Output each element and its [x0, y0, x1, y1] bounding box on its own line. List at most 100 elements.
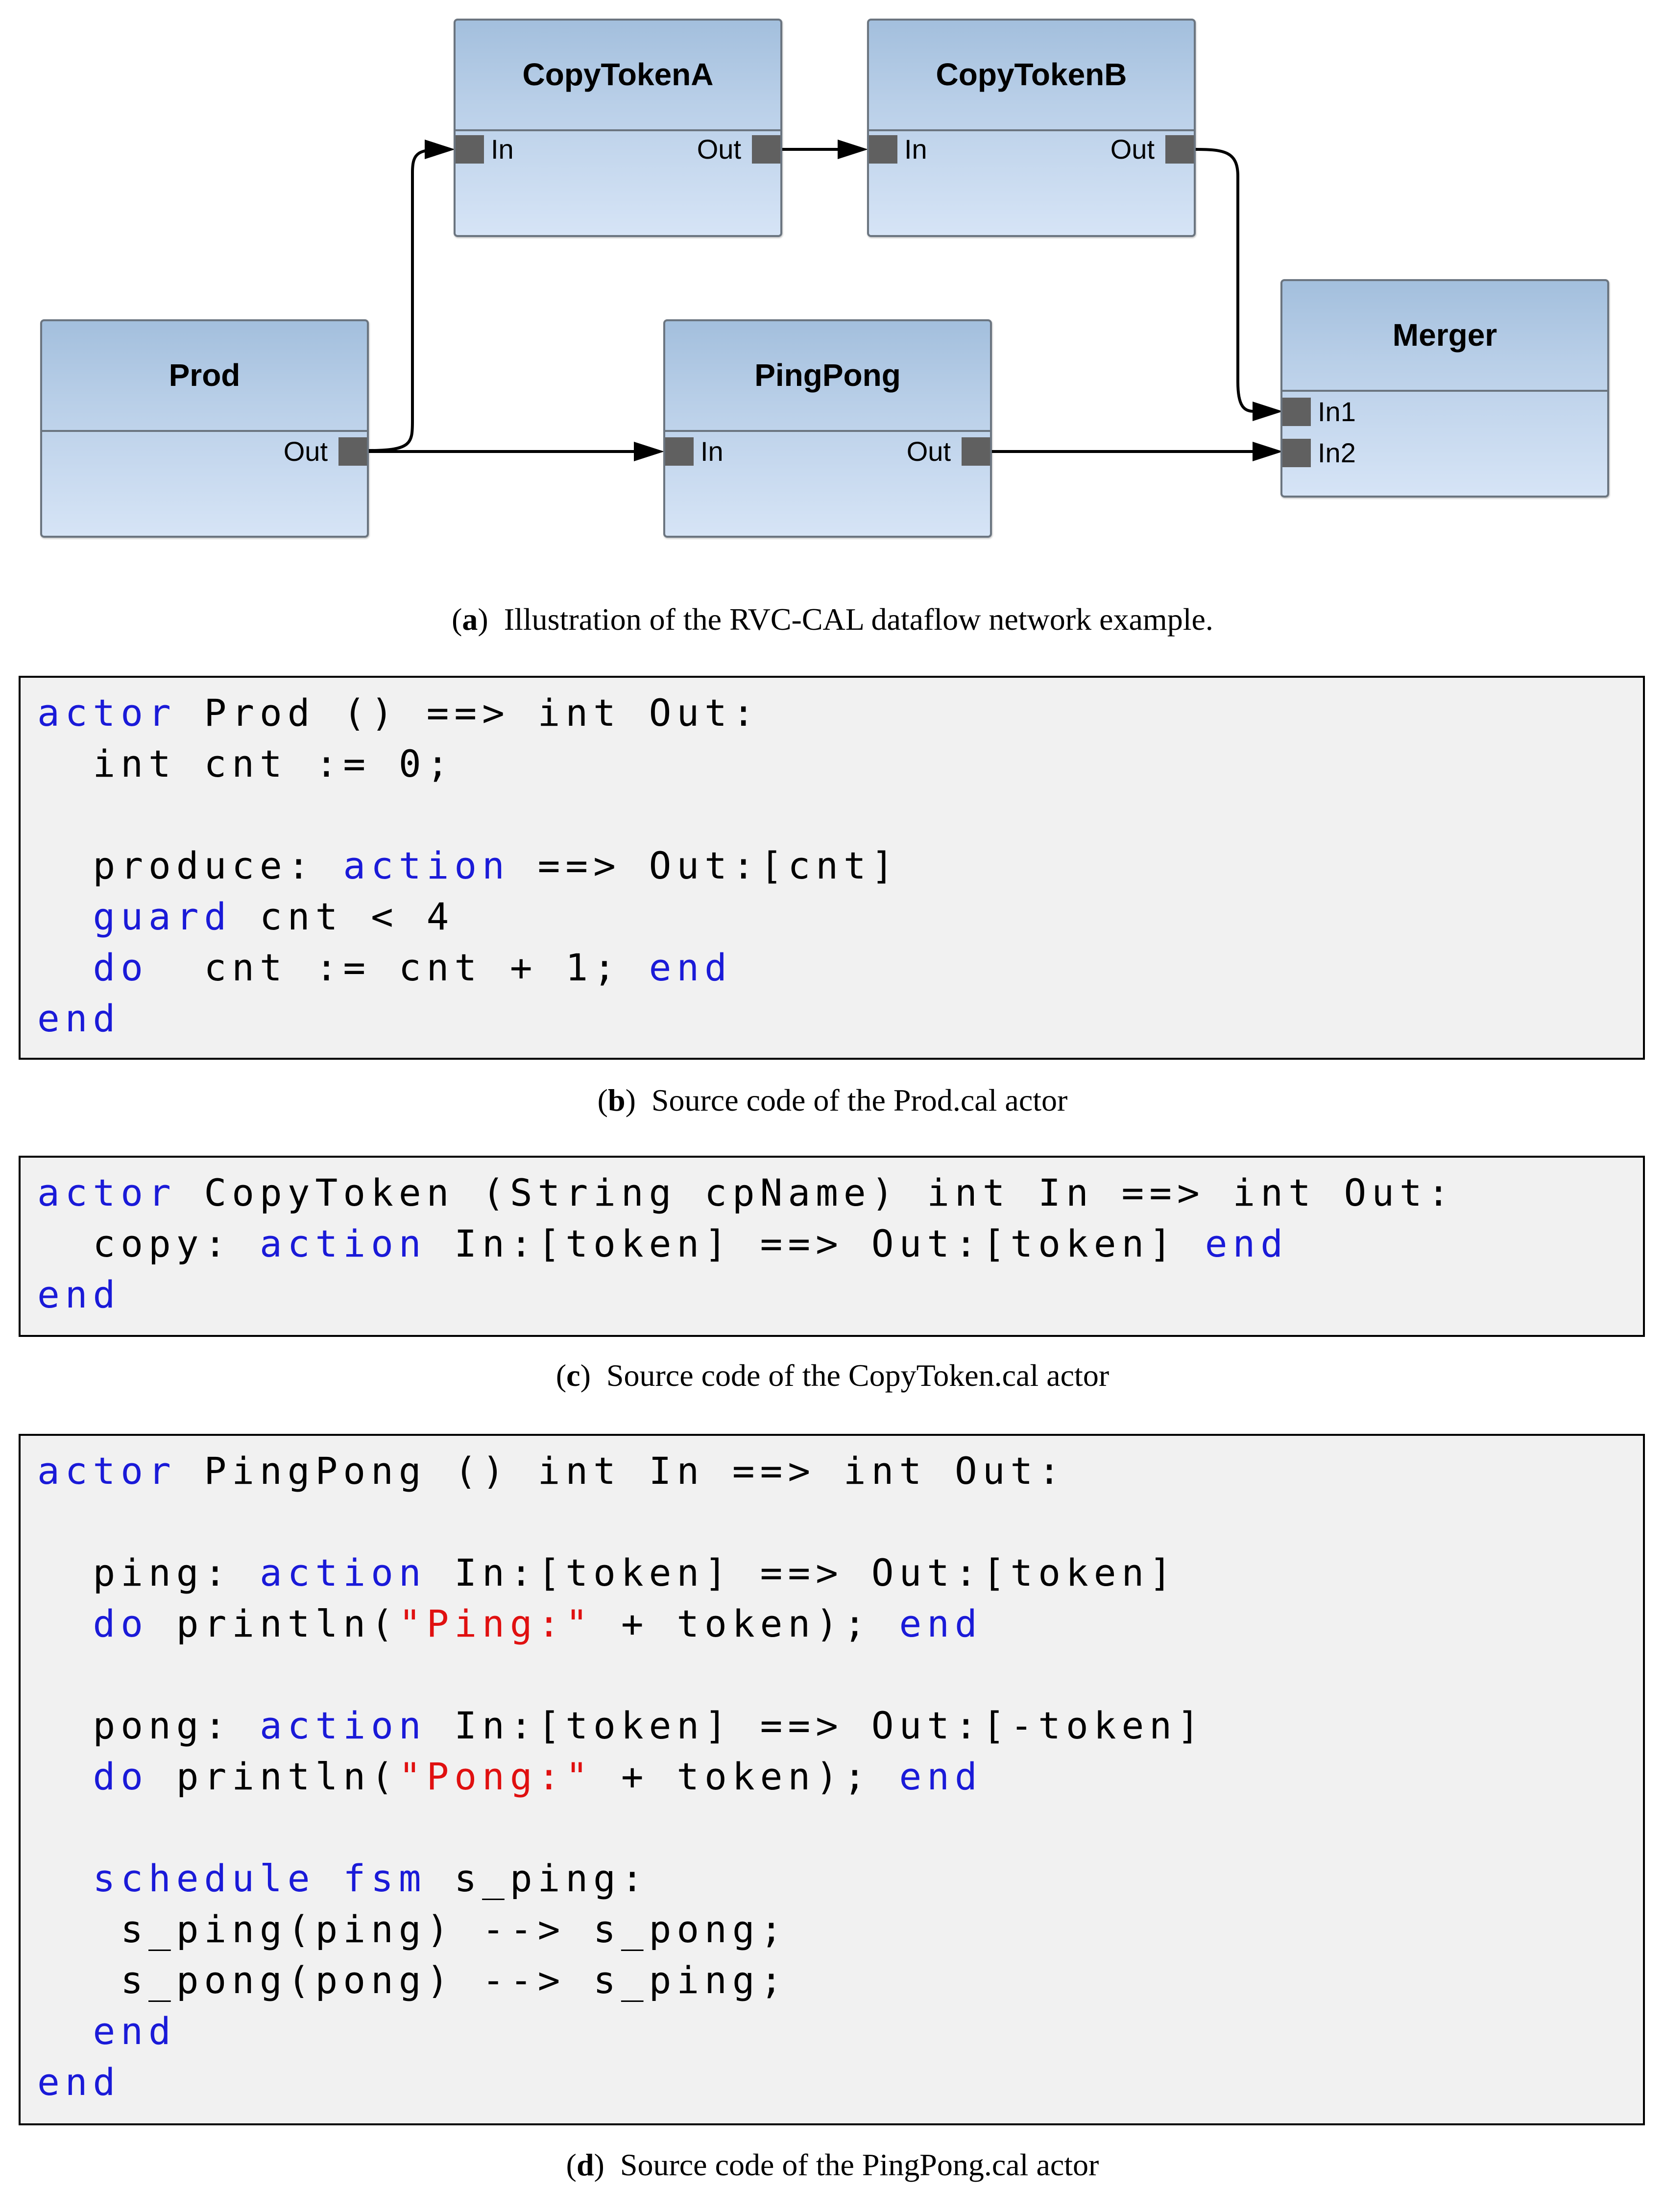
caption-label: b [607, 1083, 626, 1118]
actor-divider [665, 430, 990, 432]
port-label-in: In [491, 134, 514, 165]
code-text [37, 1856, 93, 1900]
input-port-2[interactable] [1282, 439, 1311, 467]
code-keyword: do [93, 1755, 149, 1798]
actor-divider [42, 430, 367, 432]
actor-merger[interactable]: Merger In1 In2 [1280, 279, 1609, 498]
code-keyword: do [93, 1602, 149, 1645]
code-line: int cnt := 0; [37, 738, 454, 789]
code-keyword: guard [93, 895, 232, 938]
code-line: s_pong(pong) --> s_ping; [37, 1955, 788, 2006]
code-line: actor CopyToken (String cpName) int In =… [37, 1167, 1455, 1218]
code-keyword: end [649, 946, 732, 989]
code-line: do cnt := cnt + 1; end [37, 942, 732, 993]
actor-divider [869, 129, 1194, 131]
port-label-in2: In2 [1318, 437, 1356, 468]
code-keyword: end [37, 1273, 121, 1316]
port-label-out: Out [1110, 134, 1155, 165]
output-port[interactable] [1165, 135, 1194, 164]
output-port[interactable] [338, 437, 367, 466]
code-keyword: fsm [343, 1856, 427, 1900]
code-line: guard cnt < 4 [37, 891, 454, 942]
actor-divider [1282, 390, 1607, 392]
code-string: "Ping:" [398, 1602, 594, 1645]
code-text: In:[token] ==> Out:[token] [426, 1551, 1178, 1594]
input-port-1[interactable] [1282, 398, 1311, 426]
code-text: copy: [37, 1222, 260, 1265]
code-text: + token); [593, 1755, 899, 1798]
arrowhead-copytokenb-in [838, 140, 868, 159]
caption-text: Source code of the Prod.cal actor [651, 1083, 1068, 1118]
code-keyword: actor [37, 1171, 176, 1214]
port-label-out: Out [906, 436, 951, 467]
code-keyword: action [260, 1704, 427, 1747]
code-line: ping: action In:[token] ==> Out:[token] [37, 1547, 1177, 1598]
code-text: In:[token] ==> Out:[-token] [426, 1704, 1205, 1747]
actor-copytokena[interactable]: CopyTokenA In Out [454, 19, 782, 237]
output-port[interactable] [752, 135, 780, 164]
code-text: ping: [37, 1551, 260, 1594]
code-keyword: actor [37, 1449, 176, 1493]
code-text: int cnt := 0; [37, 742, 455, 785]
actor-title: CopyTokenB [936, 57, 1127, 92]
input-port[interactable] [456, 135, 484, 164]
code-text: PingPong () int In ==> int Out: [176, 1449, 1066, 1493]
caption-text: Source code of the PingPong.cal actor [620, 2147, 1099, 2182]
code-keyword: action [343, 844, 510, 887]
code-line: end [37, 1269, 121, 1320]
connection-layer [368, 140, 1283, 461]
code-line: end [37, 993, 121, 1044]
actor-divider [456, 129, 780, 131]
actor-pingpong[interactable]: PingPong In Out [663, 319, 992, 538]
code-text: s_ping(ping) --> s_pong; [37, 1907, 788, 1951]
code-keyword: action [260, 1222, 427, 1265]
caption-c: (c) Source code of the CopyToken.cal act… [555, 1358, 1110, 1393]
code-keyword: end [37, 2060, 121, 2104]
code-line: actor Prod () ==> int Out: [37, 688, 760, 738]
code-text: println( [148, 1755, 399, 1798]
code-text: pong: [37, 1704, 260, 1747]
code-text: cnt := cnt + 1; [148, 946, 649, 989]
edge-prod-to-copytokena [368, 148, 447, 452]
caption-d: (d) Source code of the PingPong.cal acto… [566, 2147, 1099, 2182]
code-line: actor PingPong () int In ==> int Out: [37, 1446, 1066, 1497]
port-label-in: In [904, 134, 927, 165]
code-keyword: end [93, 2009, 176, 2053]
arrowhead-merger-in2 [1253, 442, 1283, 461]
caption-label: c [566, 1358, 580, 1393]
code-text [315, 1856, 343, 1900]
code-text: produce: [37, 844, 343, 887]
code-keyword: end [1205, 1222, 1289, 1265]
code-text: + token); [593, 1602, 899, 1645]
code-text: println( [148, 1602, 399, 1645]
caption-a: (a) Illustration of the RVC-CAL dataflow… [452, 602, 1213, 637]
code-keyword: do [93, 946, 149, 989]
actor-title: CopyTokenA [522, 57, 714, 92]
actor-copytokenb[interactable]: CopyTokenB In Out [867, 19, 1196, 237]
code-keyword: end [899, 1602, 983, 1645]
actor-prod[interactable]: Prod Out [40, 319, 369, 538]
input-port[interactable] [869, 135, 897, 164]
code-line: produce: action ==> Out:[cnt] [37, 840, 899, 891]
code-line: end [37, 2006, 176, 2057]
code-text [37, 895, 93, 938]
code-line: end [37, 2057, 121, 2108]
code-text [37, 1755, 93, 1798]
port-label-in: In [700, 436, 724, 467]
input-port[interactable] [665, 437, 694, 466]
code-line: pong: action In:[token] ==> Out:[-token] [37, 1700, 1205, 1751]
code-text: Prod () ==> int Out: [176, 691, 760, 735]
code-keyword: actor [37, 691, 176, 735]
caption-b: (b) Source code of the Prod.cal actor [597, 1083, 1068, 1118]
code-keyword: schedule [93, 1856, 315, 1900]
port-label-out: Out [697, 134, 741, 165]
code-keyword: end [37, 997, 121, 1040]
code-line: s_ping(ping) --> s_pong; [37, 1904, 788, 1955]
arrowhead-merger-in1 [1253, 402, 1283, 421]
output-port[interactable] [962, 437, 990, 466]
actor-title: PingPong [754, 357, 901, 393]
code-text: cnt < 4 [232, 895, 455, 938]
code-line: do println("Ping:" + token); end [37, 1598, 983, 1649]
code-text: s_ping: [426, 1856, 649, 1900]
code-block-prod: actor Prod () ==> int Out: int cnt := 0;… [19, 676, 1645, 1060]
